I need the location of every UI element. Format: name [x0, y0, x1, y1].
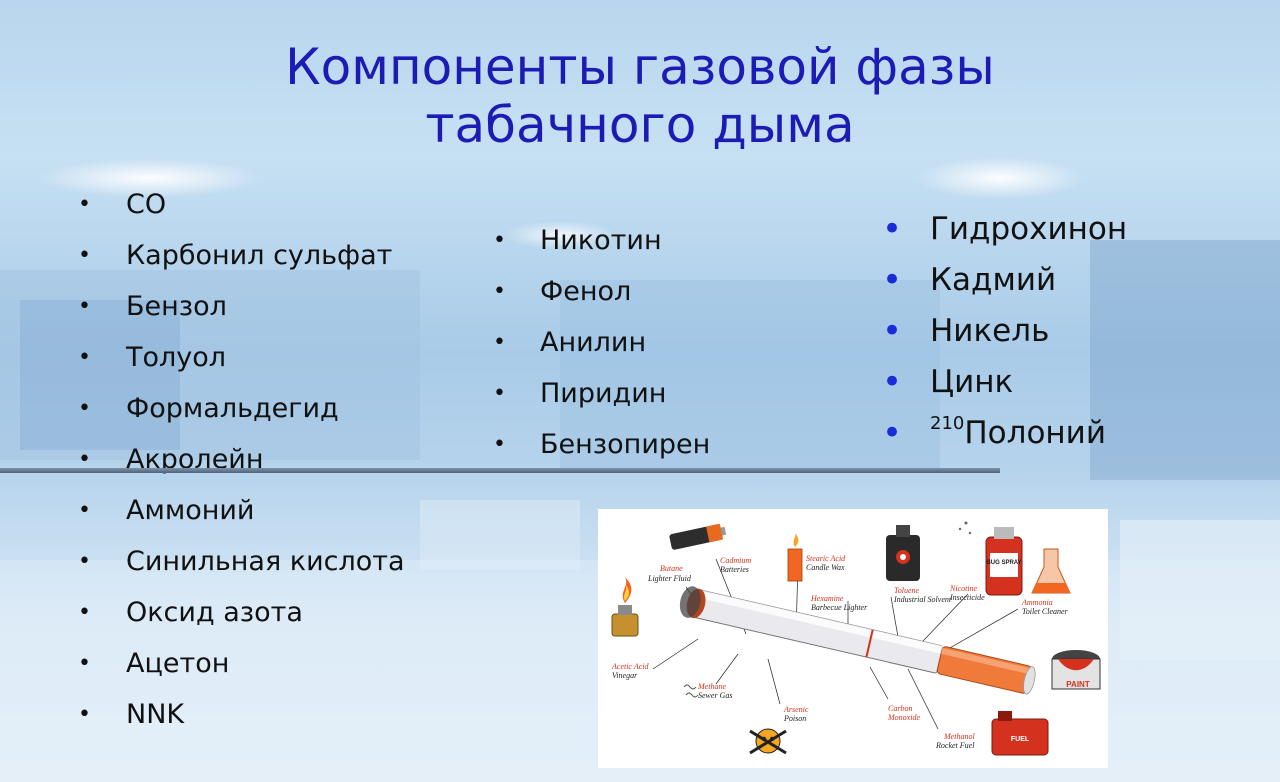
- bullet: •: [78, 345, 91, 370]
- list-item: •Ацетон: [76, 645, 405, 696]
- label-carbon: Carbon: [888, 704, 912, 713]
- label-methanol: Methanol: [943, 732, 975, 741]
- list-item: •Бензопирен: [491, 426, 710, 477]
- bullet: •: [78, 702, 91, 727]
- label-hexamine: Hexamine: [810, 594, 844, 603]
- label-toluene-sub: Industrial Solvent: [893, 595, 952, 604]
- label-acetic-acid: Acetic Acid: [611, 662, 650, 671]
- list-item: •Формальдегид: [76, 390, 405, 441]
- bullet: •: [493, 381, 506, 406]
- component-list-middle: •Никотин •Фенол •Анилин •Пиридин •Бензоп…: [491, 222, 710, 477]
- list-item: •Никель: [882, 311, 1050, 351]
- label-stearic-acid: Stearic Acid: [806, 554, 846, 563]
- fuel-label: FUEL: [1011, 736, 1030, 743]
- bullet: •: [882, 311, 903, 351]
- label-methane: Methane: [697, 682, 726, 691]
- bullet: •: [78, 600, 91, 625]
- bullet: •: [78, 498, 91, 523]
- list-item: •Толуол: [76, 339, 405, 390]
- bullet: •: [78, 294, 91, 319]
- candle-icon: [787, 533, 803, 582]
- list-item: •Никотин: [491, 222, 710, 273]
- bullet: •: [78, 192, 91, 217]
- list-item: •Пиридин: [491, 375, 710, 426]
- paint-can-icon: PAINT: [1051, 650, 1101, 690]
- label-methanol-sub: Rocket Fuel: [935, 741, 975, 750]
- list-item: •CO: [76, 186, 405, 237]
- list-item: •Аммоний: [76, 492, 405, 543]
- list-item: •Бензол: [76, 288, 405, 339]
- list-item: •Анилин: [491, 324, 710, 375]
- divider-line: [0, 468, 1000, 473]
- bullet: •: [78, 549, 91, 574]
- label-acetic-acid-sub: Vinegar: [612, 671, 638, 680]
- label-arsenic-sub: Poison: [783, 714, 806, 723]
- title-line-1: Компоненты газовой фазы: [285, 38, 995, 96]
- slide-title: Компоненты газовой фазы табачного дыма: [0, 38, 1280, 154]
- bullet: •: [78, 651, 91, 676]
- paint-label: PAINT: [1066, 680, 1090, 689]
- bullet: •: [882, 413, 903, 453]
- label-arsenic: Arsenic: [783, 705, 809, 714]
- bullet: •: [882, 209, 903, 249]
- list-item: •Фенол: [491, 273, 710, 324]
- component-list-right: •Гидрохинон •Кадмий •Никель •Цинк •210По…: [882, 208, 1127, 463]
- list-item: •Карбонил сульфат: [76, 237, 405, 288]
- bullet: •: [493, 432, 506, 457]
- flask-icon: [1031, 548, 1071, 594]
- bullet: •: [78, 447, 91, 472]
- label-ammonia: Ammonia: [1021, 598, 1053, 607]
- chemical-labels: Butane Lighter Fluid Cadmium Batteries S…: [611, 554, 1069, 750]
- list-item: •Акролейн: [76, 441, 405, 492]
- can-label: BUG SPRAY: [986, 560, 1021, 566]
- cigarette-icon: [679, 586, 1036, 695]
- bullet: •: [493, 330, 506, 355]
- label-carbon-sub: Monoxide: [887, 713, 920, 722]
- isotope-number: 210: [930, 413, 965, 434]
- title-line-2: табачного дыма: [425, 96, 855, 154]
- label-hexamine-sub: Barbecue Lighter: [811, 603, 868, 612]
- label-cadmium: Cadmium: [720, 556, 751, 565]
- label-toluene: Toluene: [894, 586, 919, 595]
- skull-icon: [749, 728, 787, 755]
- list-item: •Оксид азота: [76, 594, 405, 645]
- list-item: •NNK: [76, 696, 405, 747]
- component-list-left: •CO •Карбонил сульфат •Бензол •Толуол •Ф…: [76, 186, 405, 747]
- label-cadmium-sub: Batteries: [720, 565, 749, 574]
- bullet: •: [493, 228, 506, 253]
- bullet: •: [882, 260, 903, 300]
- bullet: •: [78, 243, 91, 268]
- bullet: •: [882, 362, 903, 402]
- spray-can-icon: BUG SPRAY: [958, 521, 1023, 596]
- fuel-can-icon: FUEL: [991, 711, 1049, 756]
- bullet: •: [78, 396, 91, 421]
- label-butane-sub: Lighter Fluid: [647, 574, 692, 583]
- label-butane: Butane: [660, 564, 683, 573]
- list-item: •Кадмий: [882, 260, 1057, 300]
- label-nicotine: Nicotine: [949, 584, 978, 593]
- label-stearic-acid-sub: Candle Wax: [806, 563, 845, 572]
- label-ammonia-sub: Toilet Cleaner: [1022, 607, 1069, 616]
- lighter-icon: [611, 577, 639, 637]
- label-methane-sub: Sewer Gas: [698, 691, 732, 700]
- label-nicotine-sub: Insecticide: [949, 593, 985, 602]
- list-item: •Синильная кислота: [76, 543, 405, 594]
- list-item: •Цинк: [882, 362, 1014, 402]
- gas-wave-icon: [683, 684, 699, 698]
- list-item: •Гидрохинон: [882, 209, 1128, 249]
- list-item: •210Полоний: [882, 413, 1106, 453]
- battery-icon: [669, 523, 727, 550]
- cigarette-chemicals-illustration: BUG SPRAY PAINT FUEL: [598, 509, 1108, 768]
- bullet: •: [493, 279, 506, 304]
- poison-bottle-icon: [886, 525, 920, 581]
